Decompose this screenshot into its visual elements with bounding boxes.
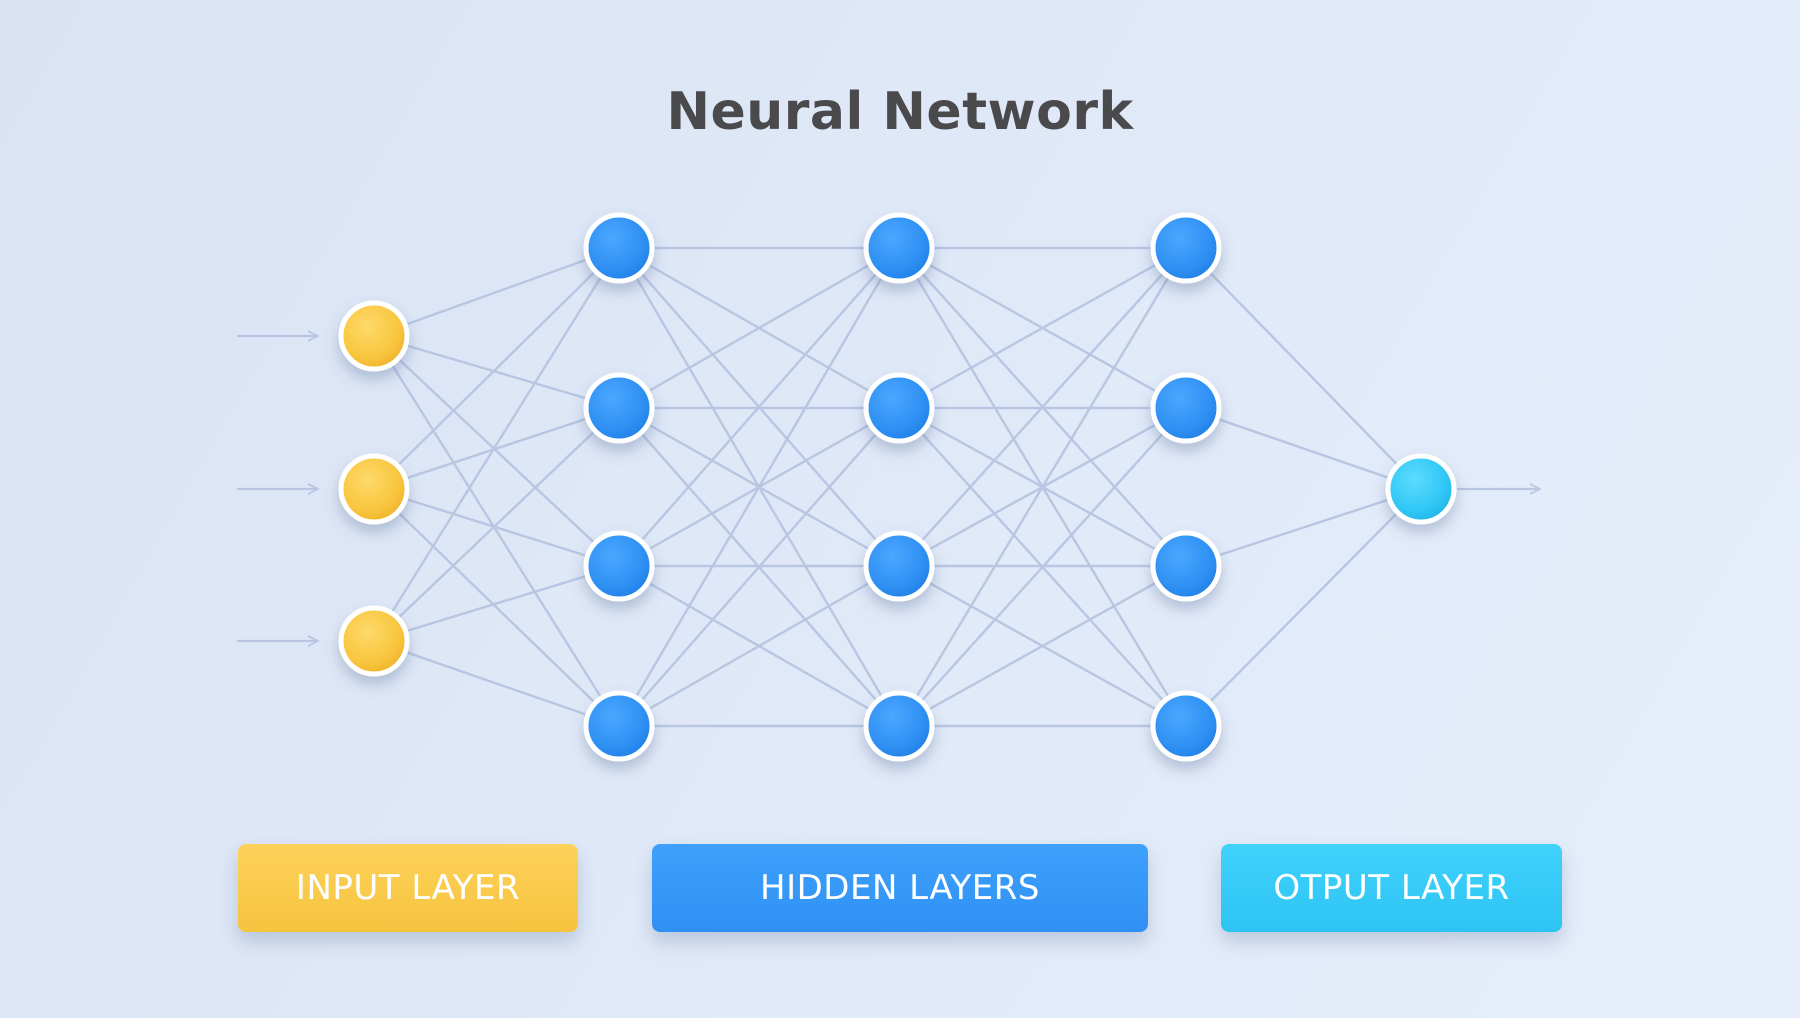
hidden-node-l3-3 — [1150, 530, 1222, 602]
connection-l1n3-l2n0 — [617, 247, 901, 727]
io-arrows-group — [237, 336, 1540, 641]
connection-l0n2-l1n2 — [373, 564, 620, 643]
connection-l0n0-l1n2 — [373, 335, 620, 567]
connection-l0n1-l1n1 — [373, 406, 620, 491]
connection-l2n3-l3n1 — [898, 407, 1187, 727]
hidden-node-l2-1 — [863, 212, 935, 284]
connection-l1n2-l2n0 — [618, 247, 900, 567]
connection-l0n2-l1n3 — [373, 639, 620, 728]
connection-l3n3-l4n0 — [1185, 488, 1422, 727]
hidden-node-l2-3 — [863, 530, 935, 602]
connection-l0n1-l1n0 — [373, 247, 620, 490]
connection-l3n1-l4n0 — [1185, 406, 1422, 491]
connection-l0n0-l1n1 — [373, 334, 620, 410]
hidden-node-l1-2 — [583, 372, 655, 444]
hidden-node-l3-2 — [1150, 372, 1222, 444]
input-layer-label: INPUT LAYER — [238, 844, 578, 932]
connection-l2n1-l3n0 — [898, 246, 1187, 410]
connection-l0n0-l1n0 — [373, 246, 620, 338]
hidden-node-l1-1 — [583, 212, 655, 284]
nodes-group — [338, 212, 1457, 762]
connection-l2n3-l3n2 — [898, 564, 1187, 728]
hidden-node-l3-1 — [1150, 212, 1222, 284]
connection-l1n1-l2n0 — [618, 246, 900, 410]
connection-l0n1-l1n2 — [373, 487, 620, 568]
connection-l0n2-l1n0 — [372, 247, 621, 642]
hidden-layers-label: HIDDEN LAYERS — [652, 844, 1148, 932]
input-node-l0-2 — [338, 453, 410, 525]
hidden-node-l1-4 — [583, 690, 655, 762]
connection-l3n0-l4n0 — [1185, 247, 1422, 490]
hidden-node-l1-3 — [583, 530, 655, 602]
connection-l0n0-l1n3 — [372, 335, 621, 727]
connection-l2n2-l3n0 — [898, 247, 1187, 567]
input-node-l0-1 — [338, 300, 410, 372]
output-layer-label: OTPUT LAYER — [1221, 844, 1562, 932]
hidden-node-l2-2 — [863, 372, 935, 444]
connections-group — [372, 246, 1422, 728]
connection-l2n3-l3n0 — [897, 247, 1188, 727]
connection-l1n3-l2n1 — [618, 407, 900, 727]
hidden-node-l2-4 — [863, 690, 935, 762]
output-node-l4-1 — [1385, 453, 1457, 525]
hidden-node-l3-4 — [1150, 690, 1222, 762]
connection-l0n1-l1n3 — [373, 488, 620, 727]
input-node-l0-3 — [338, 605, 410, 677]
connection-l3n2-l4n0 — [1185, 487, 1422, 568]
connection-l1n3-l2n2 — [618, 564, 900, 728]
diagram-title: Neural Network — [666, 82, 1134, 142]
connection-l0n2-l1n1 — [373, 407, 620, 642]
